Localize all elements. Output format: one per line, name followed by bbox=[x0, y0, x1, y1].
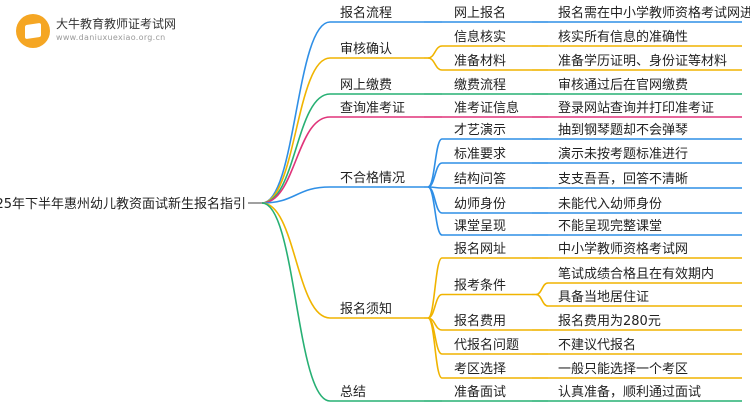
subtopic-node: 准考证信息 bbox=[454, 100, 519, 116]
leaf-node: 抽到钢琴题却不会弹琴 bbox=[558, 123, 688, 138]
subtopic-connector bbox=[427, 45, 443, 59]
subtopic-connector bbox=[427, 293, 443, 319]
subtopic-node: 网上报名 bbox=[454, 5, 506, 21]
subtopic-node: 信息核实 bbox=[454, 29, 506, 45]
leaf-node: 报名费用为280元 bbox=[558, 313, 661, 329]
leaf-node: 支支吾吾，回答不清晰 bbox=[558, 171, 688, 187]
branch-connector bbox=[261, 116, 331, 204]
branch-node: 报名须知 bbox=[340, 301, 392, 317]
branch-node: 报名流程 bbox=[340, 5, 392, 21]
mind-map-edges bbox=[248, 21, 742, 402]
subtopic-connector bbox=[427, 257, 443, 319]
subtopic-node: 准备面试 bbox=[454, 384, 506, 400]
subtopic-node: 才艺演示 bbox=[454, 122, 506, 138]
subtopic-node: 课堂呈现 bbox=[454, 219, 506, 234]
site-logo: 大牛教育教师证考试网 www.daniuxuexiao.org.cn bbox=[16, 12, 186, 52]
leaf-node: 报名需在中小学教师资格考试网进行 bbox=[558, 5, 750, 21]
logo-title: 大牛教育教师证考试网 bbox=[56, 17, 177, 31]
subtopic-connector bbox=[427, 317, 443, 379]
branch-connector bbox=[261, 21, 331, 204]
leaf-connector bbox=[535, 282, 549, 296]
branch-node: 网上缴费 bbox=[340, 78, 392, 93]
leaf-connector bbox=[535, 293, 549, 307]
logo-url: www.daniuxuexiao.org.cn bbox=[56, 33, 166, 42]
leaf-node: 不建议代报名 bbox=[558, 337, 636, 353]
leaf-node: 一般只能选择一个考区 bbox=[558, 361, 688, 377]
subtopic-connector bbox=[427, 186, 443, 236]
leaf-node: 具备当地居住证 bbox=[558, 289, 649, 305]
leaf-node: 笔试成绩合格且在有效期内 bbox=[558, 266, 714, 282]
branch-connector bbox=[261, 93, 331, 204]
branch-node: 不合格情况 bbox=[340, 170, 405, 186]
leaf-node: 未能代入幼师身份 bbox=[558, 196, 662, 212]
branch-connector bbox=[261, 202, 331, 402]
branch-connector bbox=[261, 186, 331, 204]
leaf-node: 不能呈现完整课堂 bbox=[558, 219, 662, 234]
branch-node: 审核确认 bbox=[340, 42, 392, 57]
leaf-node: 认真准备，顺利通过面试 bbox=[558, 384, 701, 400]
leaf-node: 核实所有信息的准确性 bbox=[558, 29, 688, 45]
subtopic-node: 幼师身份 bbox=[454, 196, 506, 212]
branch-node: 总结 bbox=[340, 385, 366, 400]
subtopic-connector bbox=[427, 57, 443, 71]
subtopic-node: 报考条件 bbox=[454, 278, 506, 294]
subtopic-node: 考区选择 bbox=[454, 362, 506, 377]
subtopic-node: 缴费流程 bbox=[454, 78, 506, 93]
mind-map-nodes: 2025年下半年惠州幼儿教资面试新生报名指引报名需在中小学教师资格考试网进行网上… bbox=[0, 5, 750, 400]
branch-connector bbox=[261, 57, 331, 204]
leaf-node: 演示未按考题标准进行 bbox=[558, 146, 688, 162]
leaf-node: 审核通过后在官网缴费 bbox=[558, 77, 688, 93]
book-logo-icon bbox=[16, 14, 50, 48]
leaf-node: 准备学历证明、身份证等材料 bbox=[558, 53, 727, 69]
subtopic-node: 结构问答 bbox=[454, 171, 506, 187]
subtopic-node: 报名网址 bbox=[454, 241, 506, 257]
root-topic: 2025年下半年惠州幼儿教资面试新生报名指引 bbox=[0, 196, 246, 212]
subtopic-node: 代报名问题 bbox=[454, 337, 519, 353]
subtopic-node: 标准要求 bbox=[454, 147, 506, 162]
subtopic-node: 准备材料 bbox=[454, 53, 506, 69]
leaf-node: 登录网站查询并打印准考证 bbox=[558, 101, 714, 116]
leaf-node: 中小学教师资格考试网 bbox=[558, 241, 688, 257]
subtopic-node: 报名费用 bbox=[454, 313, 506, 329]
branch-node: 查询准考证 bbox=[340, 101, 405, 116]
branch-connector bbox=[261, 202, 331, 319]
